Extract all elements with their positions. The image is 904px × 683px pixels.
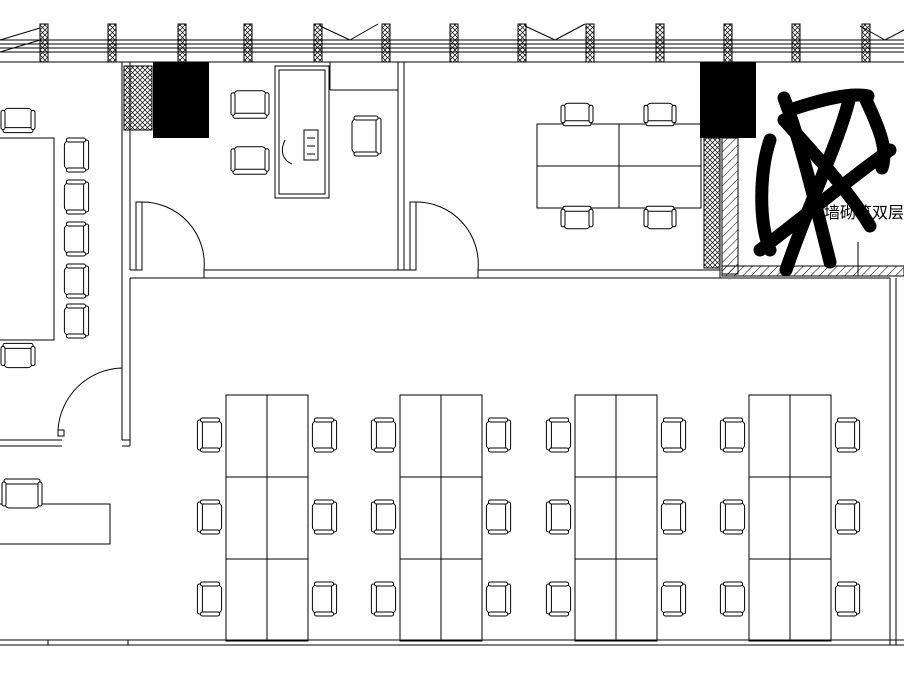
office-chair <box>196 499 223 535</box>
office-chair <box>834 499 861 535</box>
office-chair <box>719 417 746 453</box>
structural-columns <box>153 62 756 138</box>
office-chair <box>560 102 594 127</box>
door-swings <box>57 201 479 437</box>
office-chair <box>311 499 338 535</box>
office-chair <box>351 115 382 157</box>
office-chair <box>63 137 90 173</box>
office-chair <box>660 581 687 617</box>
curtain-wall-windows <box>0 23 904 63</box>
workstation-desk <box>789 476 832 560</box>
office-chair <box>0 342 36 369</box>
office-chair <box>230 146 270 175</box>
workstation-desk <box>225 558 268 642</box>
office-chair <box>1 478 43 509</box>
office-chair <box>63 263 90 299</box>
workstation-desk <box>440 558 483 642</box>
workstation-desk <box>266 476 309 560</box>
workstation-desk <box>615 558 658 642</box>
workstation-desk <box>748 394 791 478</box>
office-chair <box>643 102 677 127</box>
brick-wall <box>123 65 904 277</box>
window-mullion <box>655 23 665 63</box>
window-mullion <box>791 23 801 63</box>
window-mullion <box>723 23 733 63</box>
workstation-desk <box>225 476 268 560</box>
office-chair <box>545 499 572 535</box>
workstation-desk <box>748 558 791 642</box>
workstation-desk <box>615 476 658 560</box>
office-chair <box>660 417 687 453</box>
workstation-desk <box>789 558 832 642</box>
window-mullion <box>861 23 871 63</box>
workstation-desk <box>399 394 442 478</box>
workstation-desk <box>574 558 617 642</box>
workstation-desk <box>440 394 483 478</box>
window-mullion <box>107 23 117 63</box>
office-chair <box>370 417 397 453</box>
office-chairs <box>0 90 861 617</box>
office-chair <box>834 417 861 453</box>
office-chair <box>560 205 594 230</box>
office-chair <box>660 499 687 535</box>
office-chair <box>196 417 223 453</box>
window-mullion <box>449 23 459 63</box>
office-chair <box>63 221 90 257</box>
office-chair <box>311 417 338 453</box>
office-chair <box>230 90 270 119</box>
office-chair <box>485 499 512 535</box>
office-chair <box>834 581 861 617</box>
window-mullion <box>39 23 49 63</box>
office-chair <box>719 581 746 617</box>
office-chair <box>63 179 90 215</box>
office-chair <box>545 581 572 617</box>
workstation-desk <box>266 558 309 642</box>
office-chair <box>643 205 677 230</box>
office-chair <box>719 499 746 535</box>
workstation-desk <box>399 558 442 642</box>
office-chair <box>485 417 512 453</box>
workstation-desk <box>225 394 268 478</box>
window-mullion <box>517 23 527 63</box>
window-mullion <box>313 23 323 63</box>
workstation-desk <box>748 476 791 560</box>
office-chair <box>311 581 338 617</box>
workstation-desk <box>440 476 483 560</box>
window-mullion <box>585 23 595 63</box>
desk-computer <box>281 129 319 165</box>
workstation-desk <box>399 476 442 560</box>
office-chair <box>370 581 397 617</box>
office-chair <box>63 303 90 339</box>
office-chair <box>0 107 36 134</box>
crossed-out-scribble <box>753 88 897 277</box>
office-chair <box>370 499 397 535</box>
window-mullion <box>243 23 253 63</box>
workstation-desk <box>789 394 832 478</box>
office-chair <box>485 581 512 617</box>
workstation-desk <box>266 394 309 478</box>
workstation-desk <box>574 476 617 560</box>
window-mullion <box>177 23 187 63</box>
office-chair <box>545 417 572 453</box>
workstation-desk <box>574 394 617 478</box>
workstation-desk <box>615 394 658 478</box>
window-mullion <box>381 23 391 63</box>
office-chair <box>196 581 223 617</box>
